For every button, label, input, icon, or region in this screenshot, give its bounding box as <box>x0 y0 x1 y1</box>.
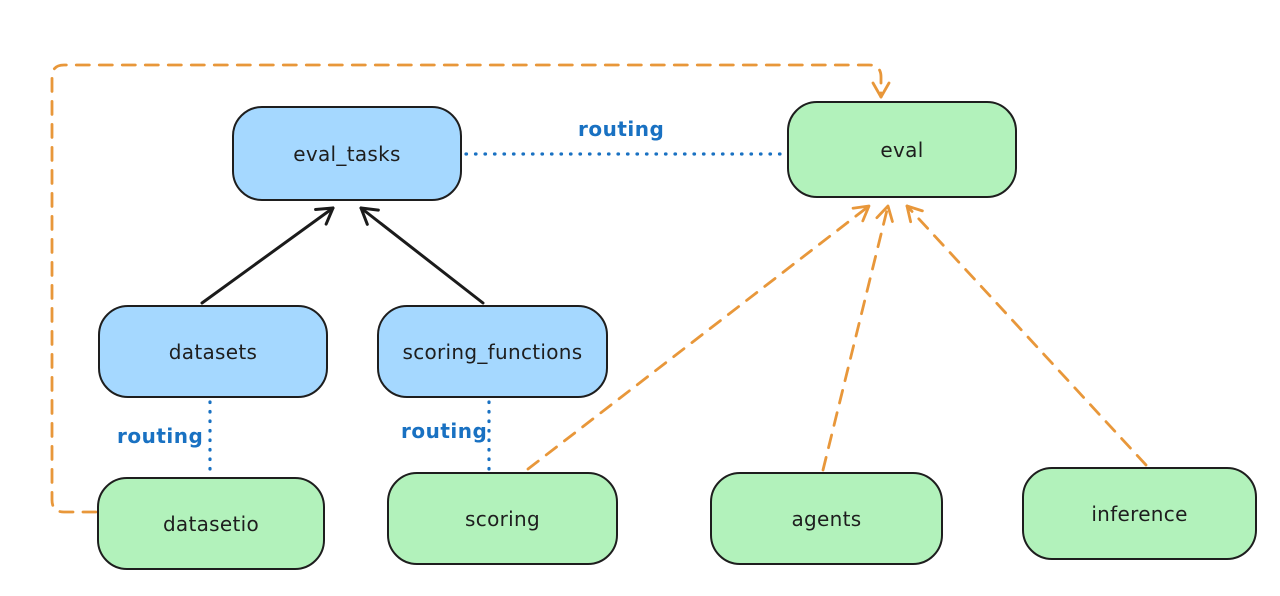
edge-agents-to-eval <box>821 204 894 472</box>
edge-scoring-to-eval <box>526 204 871 471</box>
edge-label-routing-scoring-functions-scoring: routing <box>401 419 488 443</box>
node-agents: agents <box>710 472 943 565</box>
node-scoring: scoring <box>387 472 618 565</box>
edge-datasets-to-eval-tasks <box>200 206 335 305</box>
node-eval: eval <box>787 101 1017 198</box>
edge-label-routing-datasets-datasetio: routing <box>117 424 204 448</box>
edge-label-routing-eval-tasks-eval: routing <box>578 117 665 141</box>
edge-inference-to-eval <box>905 204 1148 467</box>
node-datasetio: datasetio <box>97 477 325 570</box>
node-scoring-functions: scoring_functions <box>377 305 608 398</box>
node-datasets: datasets <box>98 305 328 398</box>
node-eval-tasks: eval_tasks <box>232 106 462 201</box>
node-inference: inference <box>1022 467 1257 560</box>
edge-datasetio-to-eval <box>50 63 891 514</box>
edge-scoring-functions-to-eval-tasks <box>359 206 485 305</box>
